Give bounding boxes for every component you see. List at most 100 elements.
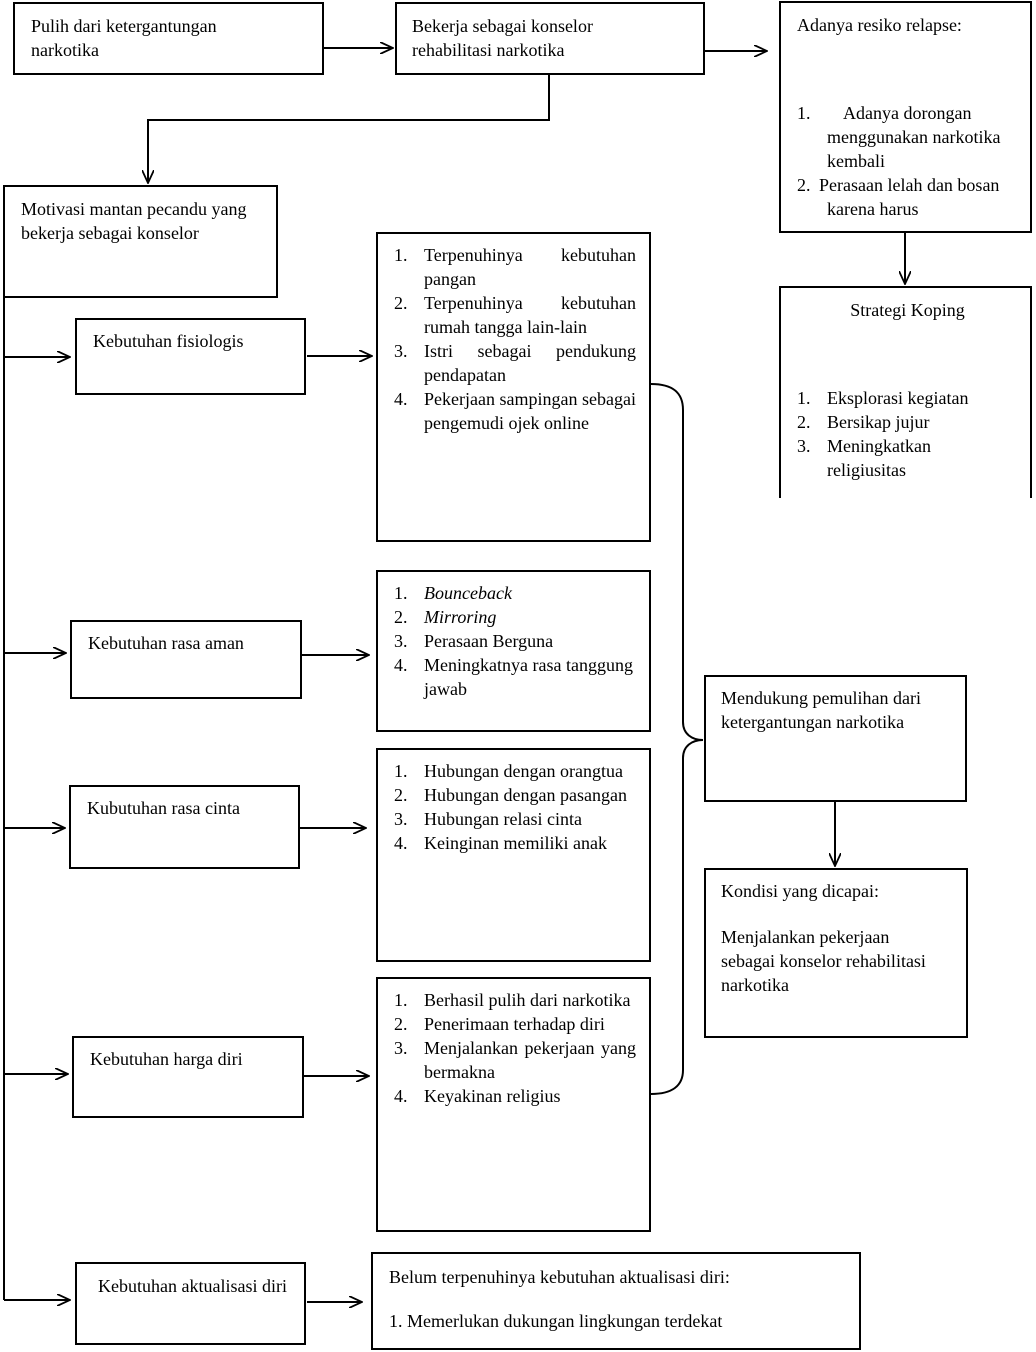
relapse-item-2-text: Perasaan lelah dan bosan karena harus [819, 175, 1000, 219]
recover-text: Pulih dari ketergantungan narkotika [31, 16, 217, 60]
esteem-item: 2.Penerimaan terhadap diri [394, 1012, 636, 1036]
item-text: Bounceback [424, 583, 512, 603]
item-text: Menjalankan pekerjaan yang bermakna [424, 1038, 636, 1082]
need-love-box: Kubutuhan rasa cinta [69, 785, 300, 869]
coping-item-text: Bersikap jujur [827, 412, 930, 432]
item-num: 4. [394, 1086, 408, 1106]
item-num: 1. [394, 583, 408, 603]
item-text: Terpenuhinya kebutuhan rumah tangga lain… [424, 293, 636, 337]
item-text: Mirroring [424, 607, 497, 627]
work-box: Bekerja sebagai konselor rehabilitasi na… [395, 2, 705, 75]
esteem-item: 1. Berhasil pulih dari narkotika [394, 988, 636, 1012]
item-text: Keyakinan religius [424, 1086, 561, 1106]
item-num: 1. [394, 761, 408, 781]
item-num: 2. [394, 293, 408, 313]
item-text: Meningkatnya rasa tanggung jawab [424, 655, 633, 699]
relapse-item-1-num: 1. [797, 103, 811, 123]
item-text: Keinginan memiliki anak [424, 833, 607, 853]
item-text: Hubungan dengan pasangan [424, 785, 627, 805]
love-list: 1. Hubungan dengan orangtua 2. Hubungan de… [394, 759, 636, 855]
motivation-text: Motivasi mantan pecandu yang bekerja seb… [21, 199, 247, 243]
safety-detail-box: 1. Bounceback 2. Mirroring 3.Perasaan Berg… [376, 570, 651, 732]
physiological-item: 2. Terpenuhinya kebutuhan rumah tangga la… [394, 291, 636, 339]
item-num: 1. [394, 990, 408, 1010]
item-num: 4. [394, 655, 408, 675]
safety-item: 2. Mirroring [394, 605, 636, 629]
safety-item: 3.Perasaan Berguna [394, 629, 636, 653]
safety-item: 4. Meningkatnya rasa tanggung jawab [394, 653, 636, 701]
item-num: 3. [394, 809, 408, 829]
item-text: Perasaan Berguna [424, 631, 554, 651]
item-text: Berhasil pulih dari narkotika [424, 990, 631, 1010]
need-physiological-label: Kebutuhan fisiologis [93, 331, 244, 351]
relapse-item-2-num: 2. [797, 175, 811, 195]
coping-item-num: 1. [797, 388, 811, 408]
actualization-detail-title: Belum terpenuhinya kebutuhan aktualisasi… [389, 1267, 730, 1287]
item-num: 3. [394, 341, 408, 361]
coping-box: Strategi Koping 1. Eksplorasi kegiatan 2.… [779, 286, 1032, 498]
coping-item-text: Meningkatkan religiusitas [827, 436, 931, 480]
recover-box: Pulih dari ketergantungan narkotika [13, 2, 324, 75]
item-num: 2. [394, 607, 408, 627]
esteem-item: 4. Keyakinan religius [394, 1084, 636, 1108]
coping-item-num: 3. [797, 436, 811, 456]
relapse-item-1-text: Adanya dorongan menggunakan narkotika ke… [827, 103, 1001, 171]
safety-list: 1. Bounceback 2. Mirroring 3.Perasaan Berg… [394, 581, 636, 701]
actualization-detail-item: 1. Memerlukan dukungan lingkungan terdek… [389, 1311, 723, 1331]
need-esteem-box: Kebutuhan harga diri [72, 1036, 304, 1118]
coping-item-text: Eksplorasi kegiatan [827, 388, 969, 408]
esteem-detail-box: 1. Berhasil pulih dari narkotika 2.Peneri… [376, 977, 651, 1232]
need-safety-box: Kebutuhan rasa aman [70, 620, 302, 699]
coping-item: 3. Meningkatkan religiusitas [797, 434, 1012, 482]
item-text: Hubungan dengan orangtua [424, 761, 623, 781]
item-num: 4. [394, 833, 408, 853]
physiological-detail-box: 1. Terpenuhinya kebutuhan pangan 2. Terpen… [376, 232, 651, 542]
grouping-bracket [650, 383, 704, 1095]
item-num: 3. [394, 1038, 408, 1058]
physiological-item: 1. Terpenuhinya kebutuhan pangan [394, 243, 636, 291]
love-item: 3. Hubungan relasi cinta [394, 807, 636, 831]
esteem-list: 1. Berhasil pulih dari narkotika 2.Peneri… [394, 988, 636, 1108]
item-num: 2. [394, 785, 408, 805]
coping-item-num: 2. [797, 412, 811, 432]
love-item: 1. Hubungan dengan orangtua [394, 759, 636, 783]
need-love-label: Kubutuhan rasa cinta [87, 798, 240, 818]
item-text: Hubungan relasi cinta [424, 809, 582, 829]
relapse-title: Adanya resiko relapse: [797, 15, 962, 35]
need-esteem-label: Kebutuhan harga diri [90, 1049, 243, 1069]
safety-item: 1. Bounceback [394, 581, 636, 605]
item-text: Istri sebagai pendukung pendapatan [424, 341, 636, 385]
item-text: Penerimaan terhadap diri [424, 1014, 605, 1034]
support-text: Mendukung pemulihan dari ketergantungan … [721, 688, 921, 732]
physiological-item: 4.Pekerjaan sampingan sebagai pengemudi … [394, 387, 636, 435]
condition-text: Menjalankan pekerjaan sebagai konselor r… [721, 927, 926, 995]
love-item: 4. Keinginan memiliki anak [394, 831, 636, 855]
actualization-detail-box: Belum terpenuhinya kebutuhan aktualisasi… [371, 1252, 861, 1350]
motivation-box: Motivasi mantan pecandu yang bekerja seb… [3, 185, 278, 298]
arrow-work-to-motivation [148, 75, 550, 183]
condition-box: Kondisi yang dicapai: Menjalankan pekerj… [704, 868, 968, 1038]
relapse-item-1: 1. Adanya dorongan menggunakan narkotika… [797, 101, 1007, 173]
relapse-item-2: 2. Perasaan lelah dan bosan karena harus [797, 173, 1007, 221]
work-text: Bekerja sebagai konselor rehabilitasi na… [412, 16, 593, 60]
need-safety-label: Kebutuhan rasa aman [88, 633, 244, 653]
need-actualization-label: Kebutuhan aktualisasi diri [98, 1276, 287, 1296]
esteem-item: 3. Menjalankan pekerjaan yang bermakna [394, 1036, 636, 1084]
item-text: Terpenuhinya kebutuhan pangan [424, 245, 636, 289]
coping-list: 1. Eksplorasi kegiatan 2. Bersikap jujur 3… [797, 386, 1012, 482]
need-actualization-box: Kebutuhan aktualisasi diri [75, 1262, 306, 1345]
item-num: 1. [394, 245, 408, 265]
love-detail-box: 1. Hubungan dengan orangtua 2. Hubungan de… [376, 748, 651, 962]
coping-item: 2. Bersikap jujur [797, 410, 1012, 434]
need-physiological-box: Kebutuhan fisiologis [75, 318, 306, 395]
support-box: Mendukung pemulihan dari ketergantungan … [704, 675, 967, 802]
physiological-item: 3. Istri sebagai pendukung pendapatan [394, 339, 636, 387]
condition-title: Kondisi yang dicapai: [721, 881, 879, 901]
relapse-box: Adanya resiko relapse: 1. Adanya doronga… [779, 1, 1032, 233]
coping-item: 1. Eksplorasi kegiatan [797, 386, 1012, 410]
physiological-list: 1. Terpenuhinya kebutuhan pangan 2. Terpen… [394, 243, 636, 435]
item-num: 4. [394, 389, 408, 409]
love-item: 2. Hubungan dengan pasangan [394, 783, 636, 807]
coping-title: Strategi Koping [850, 300, 965, 320]
